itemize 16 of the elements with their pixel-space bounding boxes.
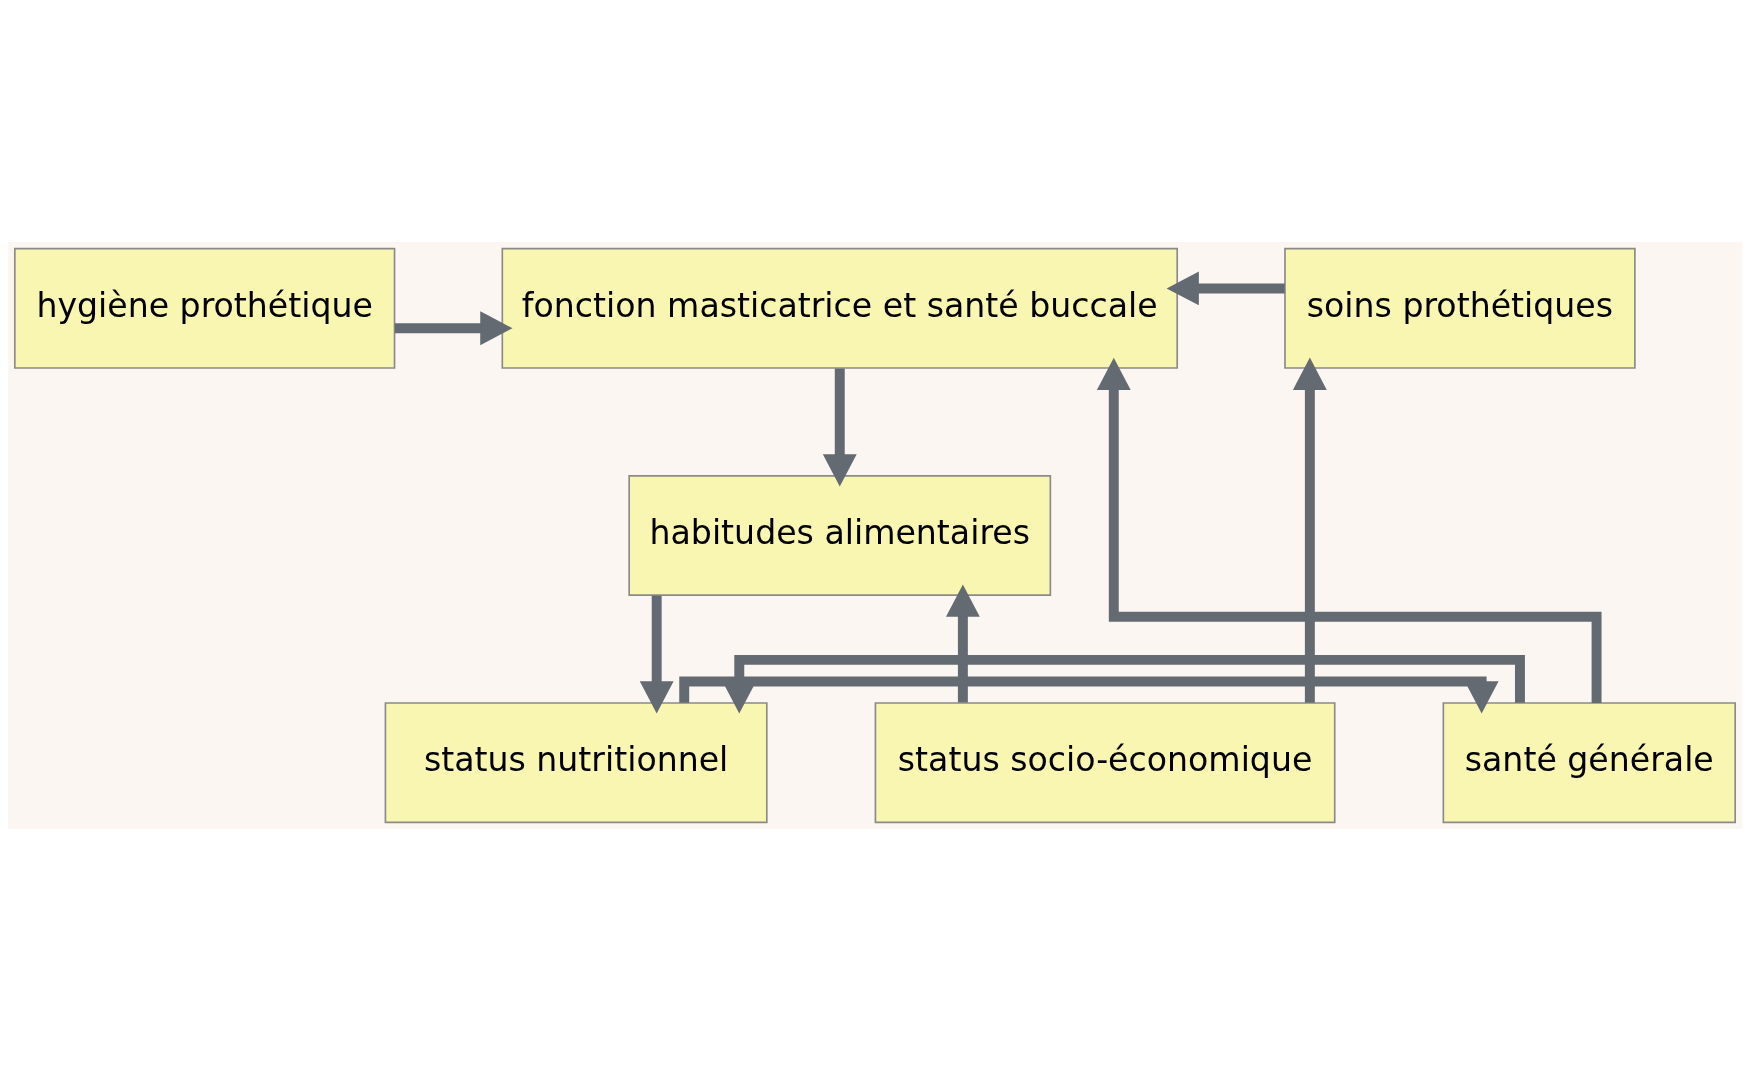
node-box: soins prothétiques bbox=[1284, 247, 1636, 369]
arrow bbox=[1166, 271, 1285, 306]
node-box: hygiène prothétique bbox=[14, 247, 396, 369]
node-box: habitudes alimentaires bbox=[628, 475, 1052, 597]
arrow bbox=[679, 676, 1499, 714]
arrow bbox=[394, 311, 513, 346]
node-box: santé générale bbox=[1442, 702, 1736, 824]
arrow bbox=[1096, 357, 1602, 703]
arrow bbox=[722, 654, 1525, 714]
arrow bbox=[1292, 357, 1327, 703]
arrow bbox=[945, 584, 980, 703]
node-box: status nutritionnel bbox=[384, 702, 768, 824]
node-box: status socio-économique bbox=[874, 702, 1336, 824]
node-box: fonction masticatrice et santé buccale bbox=[501, 247, 1179, 369]
arrow bbox=[639, 595, 674, 714]
arrow bbox=[822, 368, 857, 487]
